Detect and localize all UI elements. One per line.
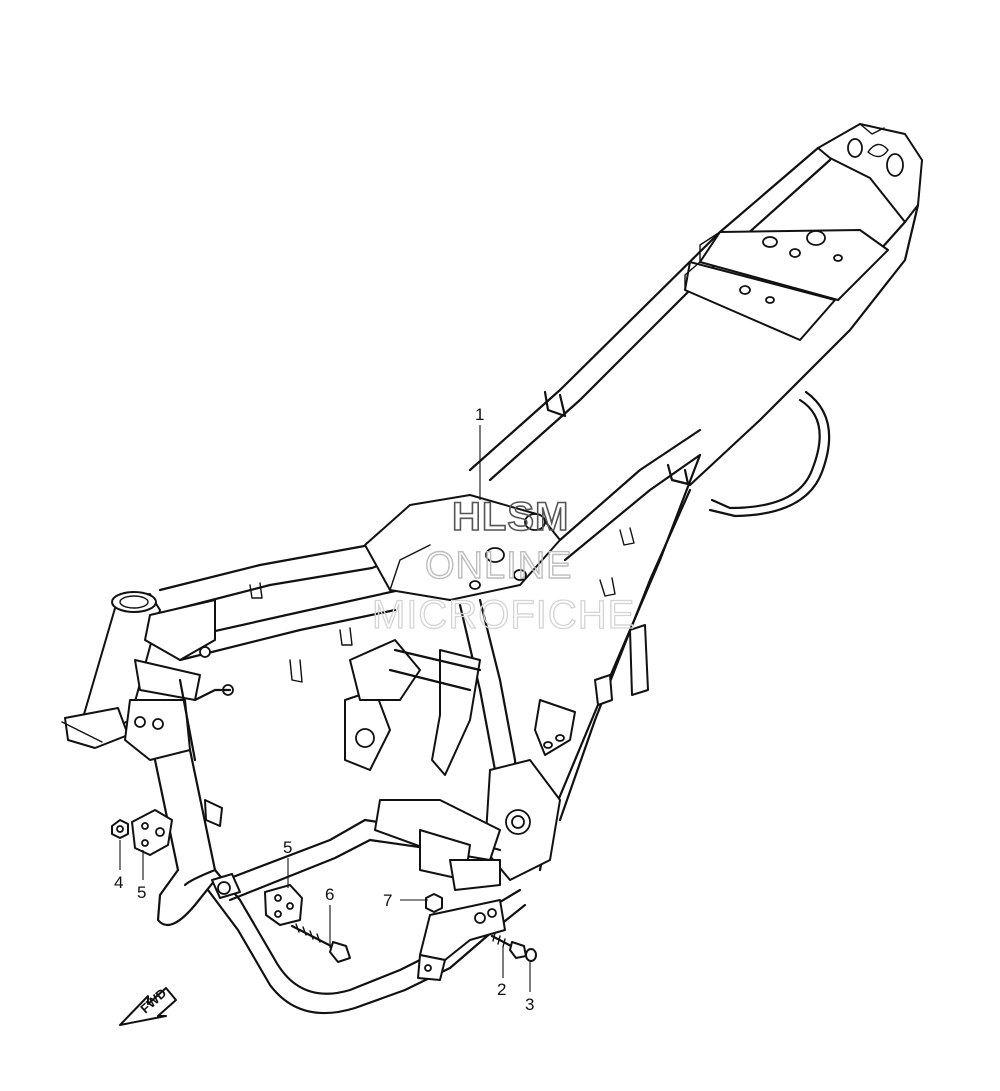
callout-4: 4: [114, 873, 123, 892]
callout-labels: 1 2 3 4 5 5 6 7: [114, 405, 534, 1014]
washer-part-3: [525, 948, 537, 962]
callout-7: 7: [383, 891, 392, 910]
leader-lines: [119, 425, 531, 992]
main-frame-backbone: [158, 428, 702, 891]
callout-2: 2: [497, 980, 506, 999]
plate-part-5-right: [264, 884, 303, 926]
callout-3: 3: [525, 995, 534, 1014]
watermark: HLSM ONLINE MICROFICHE: [371, 494, 635, 637]
lower-cradle: [156, 818, 527, 1015]
callout-6: 6: [325, 885, 334, 904]
callout-1: 1: [475, 405, 484, 424]
nut-part-4: [111, 819, 129, 839]
rear-seat-rail: [468, 123, 923, 518]
forward-direction-arrow: FWD: [119, 985, 177, 1026]
watermark-line-2: ONLINE: [425, 545, 572, 587]
bolt-part-2: [490, 932, 527, 959]
watermark-line-3: MICROFICHE: [372, 593, 635, 637]
callout-5a: 5: [137, 883, 146, 902]
watermark-line-1: HLSM: [452, 495, 569, 539]
bolt-part-6: [290, 923, 351, 963]
nut-part-7: [425, 893, 443, 913]
plate-part-5-left: [131, 809, 173, 856]
callout-5b: 5: [283, 838, 292, 857]
steering-head: [61, 591, 234, 872]
